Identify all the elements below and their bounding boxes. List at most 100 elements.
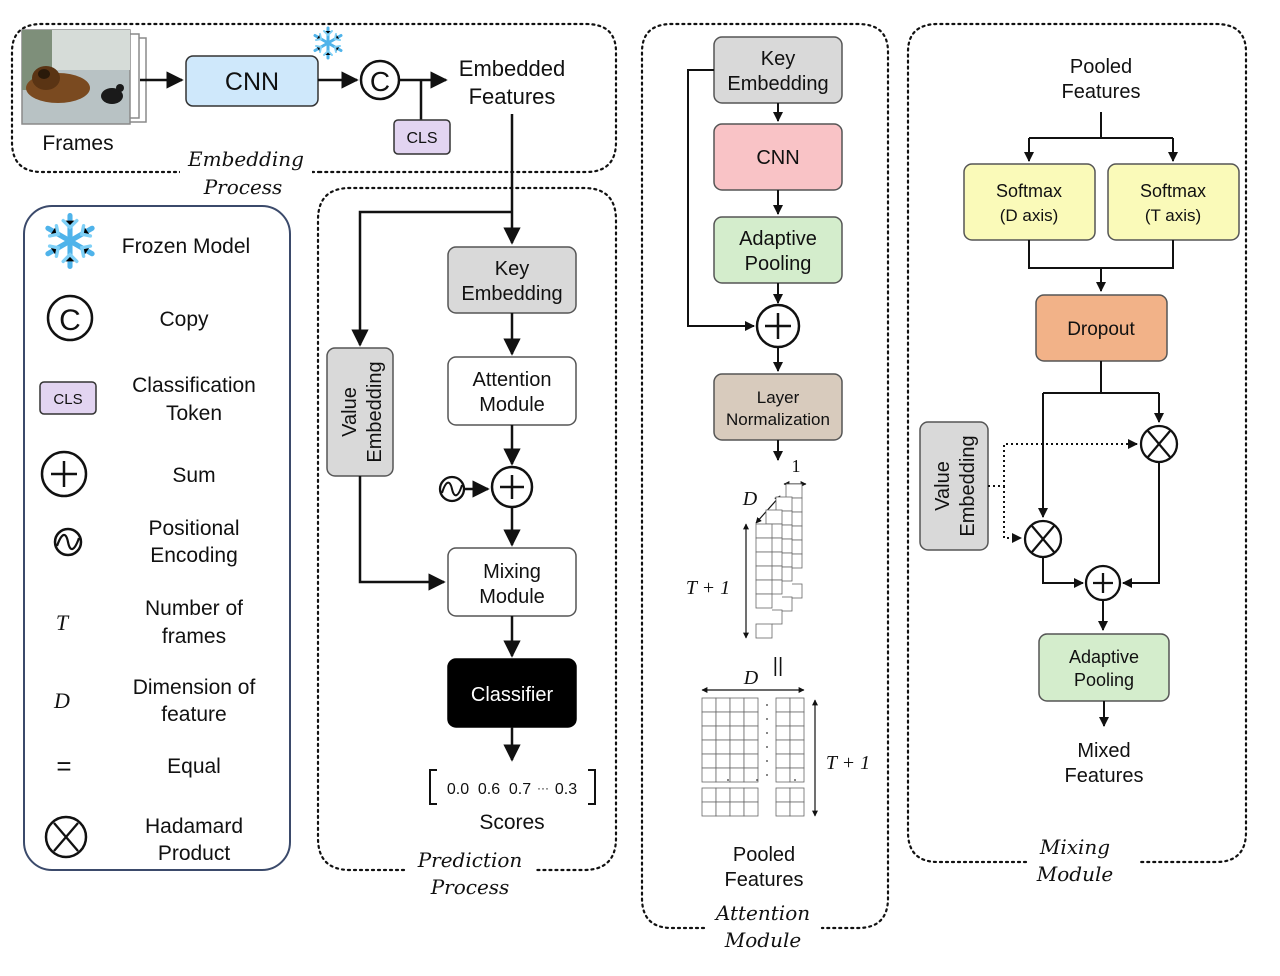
mix-value-embedding-label: Value — [932, 461, 954, 511]
matrix-ellipsis-dot — [766, 746, 768, 748]
matrix-cell — [743, 753, 759, 769]
softmax-t-axis-label-2: (T axis) — [1145, 206, 1201, 225]
scores-vector: 0.0 0.6 0.7 ··· 0.3 — [429, 769, 596, 805]
frozen-snowflake-icon — [313, 26, 343, 60]
layer-normalization-label-2: Normalization — [726, 410, 830, 429]
tensor-dim-one: 1 — [792, 456, 801, 476]
legend-hadamard-icon — [44, 815, 88, 859]
dropout-label: Dropout — [1067, 319, 1135, 340]
matrix-cell — [775, 739, 791, 755]
matrix-cell — [729, 711, 745, 727]
mix-pooled-features-label: Pooled — [1070, 56, 1132, 78]
legend-positional-encoding-icon — [53, 527, 83, 557]
matrix-cell — [775, 787, 791, 803]
matrix-ellipsis-dot — [794, 779, 796, 781]
score-value-4: 0.3 — [555, 781, 577, 798]
matrix-cell — [789, 767, 805, 783]
embedding-process-caption: Embedding — [187, 147, 304, 171]
matrix-cell — [701, 753, 717, 769]
embedding-process-panel: Frames CNN C CLS Embedded Features Embed… — [10, 22, 618, 201]
legend-d-label: Dimension of — [133, 676, 256, 699]
matrix-cell — [701, 697, 717, 713]
legend-cls-label: Classification — [132, 374, 256, 397]
hadamard-node-left-icon — [1023, 519, 1063, 559]
pred-mixing-module-label-2: Module — [479, 586, 545, 608]
matrix-cell — [701, 711, 717, 727]
att-adaptive-pooling-label: Adaptive — [739, 228, 817, 250]
softmax-d-axis-box — [963, 163, 1096, 241]
mixing-module-caption: Mixing — [1039, 835, 1110, 859]
prediction-process-caption: Prediction — [417, 848, 523, 872]
matrix-cell — [729, 767, 745, 783]
matrix-cell — [789, 725, 805, 741]
matrix-cell — [715, 801, 731, 817]
legend-panel: Frozen Model C Copy CLS Classification T… — [23, 205, 291, 871]
matrix-cell — [789, 801, 805, 817]
matrix-cell — [775, 697, 791, 713]
matrix-dim-t1: T + 1 — [826, 752, 870, 774]
mix-adaptive-pooling-label-2: Pooling — [1074, 670, 1134, 690]
matrix-cell — [701, 787, 717, 803]
legend-sum-icon — [40, 450, 88, 498]
matrix-cell — [729, 725, 745, 741]
legend-cls-label-2: Token — [166, 402, 222, 425]
copy-node-label: C — [370, 66, 390, 97]
mix-value-embedding-label-2: Embedding — [957, 435, 979, 536]
matrix-cell — [715, 787, 731, 803]
matrix-dim-d: D — [743, 667, 759, 689]
matrix-cell — [743, 725, 759, 741]
matrix-cell — [729, 787, 745, 803]
frames-label: Frames — [42, 132, 113, 155]
tensor-dim-t1: T + 1 — [686, 577, 730, 599]
legend-sum-label: Sum — [172, 464, 215, 487]
legend-hadamard-label-2: Product — [158, 842, 231, 865]
matrix-cell — [775, 767, 791, 783]
att-sum-node-icon — [755, 303, 801, 349]
embedded-features-label-2: Features — [469, 84, 556, 109]
matrix-cell — [715, 739, 731, 755]
attention-module-caption-2: Module — [724, 928, 801, 952]
mixing-module-panel: Pooled Features Softmax (D axis) Softmax… — [906, 22, 1248, 886]
pred-sum-node-icon — [490, 465, 534, 509]
softmax-t-axis-label: Softmax — [1140, 181, 1206, 201]
matrix-cell — [789, 711, 805, 727]
matrix-cell — [789, 739, 805, 755]
att-pooled-features-label: Pooled — [733, 844, 795, 866]
legend-hadamard-label: Hadamard — [145, 815, 243, 838]
matrix-ellipsis-dot — [756, 779, 758, 781]
legend-t-label-2: frames — [162, 625, 226, 648]
matrix-cell — [775, 753, 791, 769]
matrix-cell — [789, 697, 805, 713]
legend-d-symbol: D — [53, 688, 70, 713]
embedding-process-caption-2: Process — [203, 175, 283, 199]
matrix-cell — [743, 767, 759, 783]
legend-d-label-2: feature — [161, 703, 226, 726]
matrix-2d-illustration: D T + 1 — [701, 667, 870, 817]
pred-key-embedding-label: Key — [495, 258, 529, 280]
att-pooled-features-label-2: Features — [725, 869, 804, 891]
prediction-process-panel: Key Embedding Value Embedding Attention … — [316, 114, 618, 899]
hadamard-node-top-icon — [1139, 424, 1179, 464]
legend-copy-label: Copy — [159, 308, 209, 331]
layer-normalization-box — [713, 373, 843, 441]
mixing-module-caption-2: Module — [1036, 862, 1113, 886]
cls-token-box — [393, 119, 451, 155]
attention-module-label-2: Module — [479, 394, 545, 416]
mix-adaptive-pooling-box — [1038, 633, 1170, 702]
pred-mixing-module-label: Mixing — [483, 561, 541, 583]
softmax-d-axis-label: Softmax — [996, 181, 1062, 201]
score-value-3: 0.7 — [509, 781, 531, 798]
pred-value-embedding-label-2: Embedding — [364, 361, 386, 462]
legend-positional-label-2: Encoding — [150, 544, 238, 567]
cls-token-label: CLS — [406, 130, 437, 147]
matrix-ellipsis-dot — [766, 718, 768, 720]
pred-positional-encoding-icon — [438, 475, 466, 503]
tensor-dim-d: D — [742, 488, 758, 510]
embedded-features-label: Embedded — [459, 56, 565, 81]
score-value-1: 0.0 — [447, 781, 469, 798]
legend-equal-symbol: = — [56, 751, 71, 781]
scores-label: Scores — [479, 811, 544, 834]
matrix-ellipsis-dot — [766, 760, 768, 762]
matrix-cell — [743, 787, 759, 803]
attention-module-caption: Attention — [714, 901, 810, 925]
